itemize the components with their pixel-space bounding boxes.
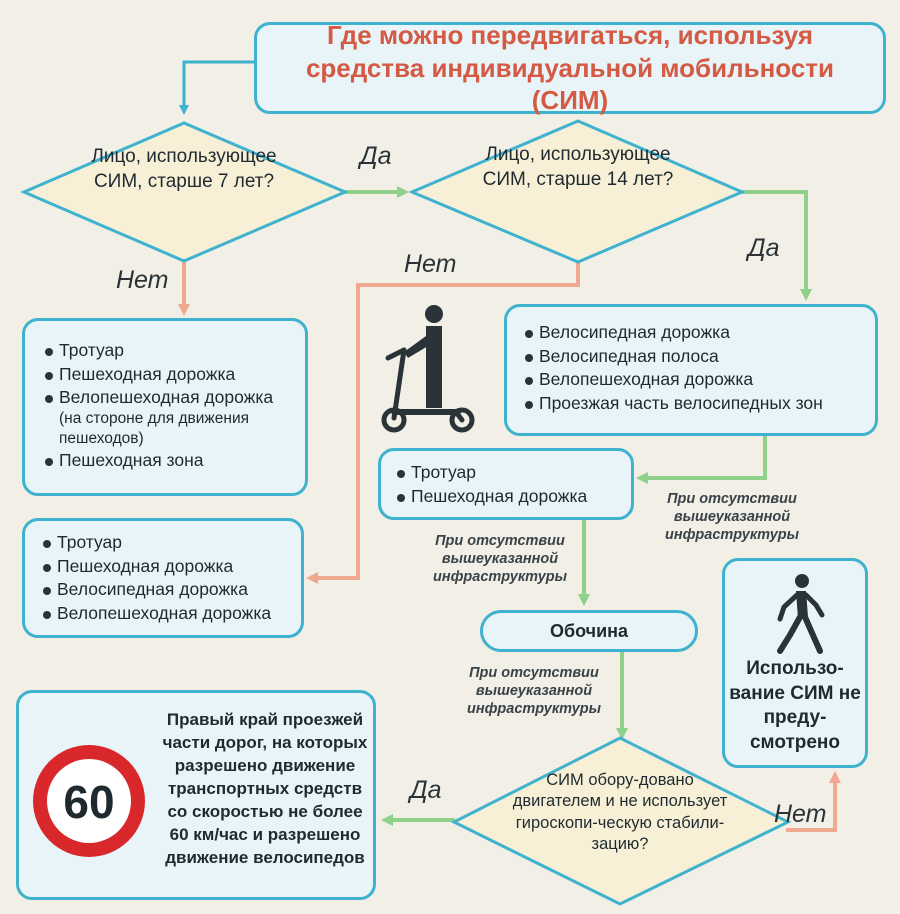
speed-limit-sign-icon: 60 [33, 745, 145, 857]
label-yes-motor: Да [410, 776, 442, 804]
speed-limit-value: 60 [63, 776, 114, 828]
list-item: Велопешеходная дорожка [43, 386, 295, 410]
list-item: Пешеходная дорожка [395, 485, 623, 509]
condition-note: При отсутствии вышеуказанной инфраструкт… [664, 491, 800, 544]
list-item: Велосипедная полоса [523, 345, 867, 369]
list-item: Велопешеходная дорожка [523, 368, 867, 392]
arrow-title-to-age7 [179, 60, 256, 115]
label-yes-age14: Да [748, 234, 780, 262]
arrow-over14-to-sidewalk [636, 436, 767, 484]
box-pedestrian: Использо-вание СИМ не преду-смотрено [722, 558, 868, 768]
box-under-7: Тротуар Пешеходная дорожка Велопешеходна… [22, 318, 308, 496]
list-item-note: (на стороне для движения пешеходов) [59, 409, 249, 448]
box-over-14: Велосипедная дорожка Велосипедная полоса… [504, 304, 878, 436]
list-over-14: Велосипедная дорожка Велосипедная полоса… [523, 321, 867, 416]
box-7-to-14: Тротуар Пешеходная дорожка Велосипедная … [22, 518, 304, 638]
box-sidewalk: Тротуар Пешеходная дорожка [378, 448, 634, 520]
page-title: Где можно передвигаться, используя средс… [254, 20, 886, 115]
list-item: Пешеходная дорожка [41, 555, 295, 579]
list-item: Пешеходная дорожка [43, 363, 295, 387]
label-no-age7: Нет [116, 266, 169, 294]
list-7-to-14: Тротуар Пешеходная дорожка Велосипедная … [41, 531, 295, 626]
box-shoulder: Обочина [480, 610, 698, 652]
arrow-motor-no [786, 771, 841, 832]
list-item: Велосипедная дорожка [523, 321, 867, 345]
list-item: Тротуар [43, 339, 295, 363]
label-yes-age7: Да [360, 142, 392, 170]
list-item: Велопешеходная дорожка [41, 602, 295, 626]
list-sidewalk: Тротуар Пешеходная дорожка [395, 461, 623, 508]
list-under-7: Тротуар Пешеходная дорожка Велопешеходна… [43, 339, 295, 410]
pedestrian-text: Использо-вание СИМ не преду-смотрено [729, 658, 861, 754]
decision-motor: СИМ обору-довано двигателем и не использ… [512, 771, 728, 854]
decision-motor-shape [450, 736, 792, 906]
list-item: Пешеходная зона [43, 449, 295, 473]
road-text: Правый край проезжей части дорог, на кот… [162, 710, 368, 867]
list-item: Тротуар [395, 461, 623, 485]
pedestrian-icon [777, 574, 825, 654]
label-no-motor: Нет [774, 800, 827, 828]
decision-age14: Лицо, использующее СИМ, старше 14 лет? [482, 144, 674, 191]
scooter-icon [381, 305, 475, 433]
decision-age7-shape [20, 121, 349, 263]
list-item: Проезжая часть велосипедных зон [523, 392, 867, 416]
list-item: Тротуар [41, 531, 295, 555]
list-item: Велосипедная дорожка [41, 578, 295, 602]
box-road: 60 Правый край проезжей части дорог, на … [16, 690, 376, 900]
label-no-age14: Нет [404, 250, 457, 278]
arrow-age14-no [306, 260, 580, 584]
arrow-age14-yes [742, 190, 812, 301]
condition-note: При отсутствии вышеуказанной инфраструкт… [466, 665, 602, 718]
condition-note: При отсутствии вышеуказанной инфраструкт… [432, 533, 568, 586]
decision-age14-shape [408, 119, 746, 264]
decision-age7: Лицо, использующее СИМ, старше 7 лет? [91, 146, 277, 193]
